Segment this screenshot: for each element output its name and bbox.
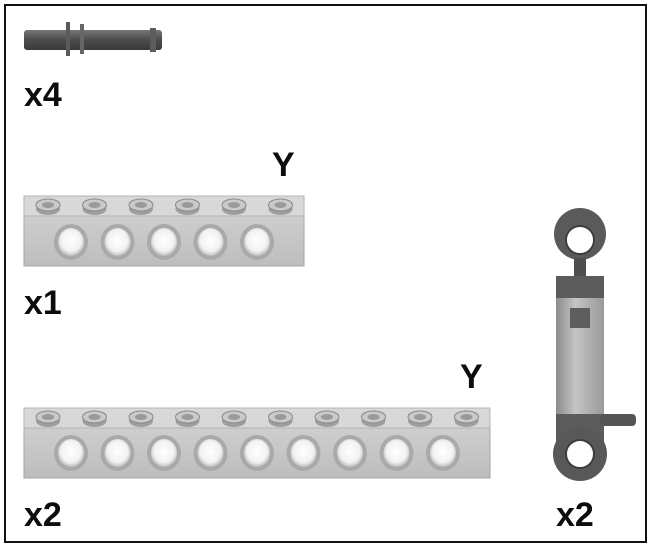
beam-hole <box>244 439 270 467</box>
stud-socket <box>181 202 194 208</box>
stud-socket <box>181 414 194 420</box>
stud-socket <box>88 202 101 208</box>
stud-socket <box>42 202 54 208</box>
technic-beam-6-part <box>23 195 305 267</box>
stud-socket <box>135 202 147 208</box>
stud-socket <box>88 414 101 420</box>
stud-socket <box>321 414 333 420</box>
stud-socket <box>274 202 287 208</box>
beam-hole <box>244 228 270 256</box>
technic-beam-10-part <box>23 407 491 479</box>
stud-socket <box>367 414 380 420</box>
stud-socket <box>42 414 54 420</box>
technic-beam-10-mark: Y <box>460 358 483 396</box>
pneumatic-cylinder-part <box>553 208 636 481</box>
stud-socket <box>228 202 240 208</box>
stud-socket <box>460 414 473 420</box>
beam-hole <box>197 439 224 467</box>
beam-hole <box>58 228 84 256</box>
technic-beam-6-mark: Y <box>272 146 295 184</box>
stud-socket <box>135 414 147 420</box>
axle-pin-quantity: x4 <box>24 76 62 114</box>
beam-hole <box>104 439 131 467</box>
beam-hole <box>151 228 177 256</box>
beam-hole <box>290 439 317 467</box>
beam-hole <box>337 439 363 467</box>
stud-socket <box>274 414 287 420</box>
beam-hole <box>197 228 224 256</box>
pneumatic-cylinder-quantity: x2 <box>556 496 594 534</box>
beam-hole <box>58 439 84 467</box>
beam-hole <box>383 439 410 467</box>
stud-socket <box>414 414 426 420</box>
beam-hole <box>151 439 177 467</box>
technic-beam-6-quantity: x1 <box>24 284 62 322</box>
stud-socket <box>228 414 240 420</box>
technic-beam-10-quantity: x2 <box>24 496 62 534</box>
beam-hole <box>430 439 456 467</box>
axle-pin-part <box>24 22 162 56</box>
beam-hole <box>104 228 131 256</box>
